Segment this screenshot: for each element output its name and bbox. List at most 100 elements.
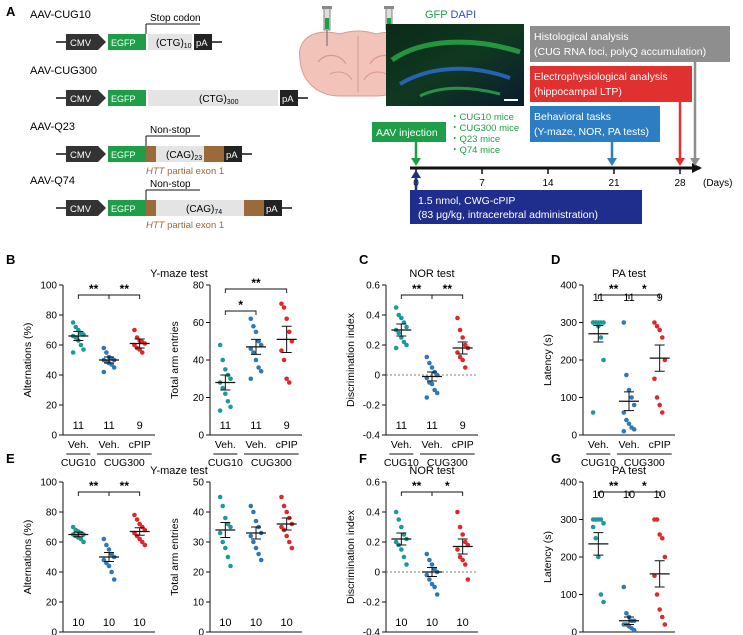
y-tick-label: 40 xyxy=(46,568,58,579)
data-point xyxy=(286,380,292,385)
htt-block xyxy=(244,200,264,216)
timeline-tick-label: 21 xyxy=(608,178,620,189)
htt-exon-label: HTT partial exon 1 xyxy=(146,220,224,231)
x-tick-label: Veh. xyxy=(588,439,609,451)
significance-bracket xyxy=(108,491,141,496)
histological-line2: (CUG RNA foci, polyQ accumulation) xyxy=(534,46,706,58)
y-tick-label: 10 xyxy=(193,598,205,609)
y-axis-label: Total arm entries xyxy=(169,321,181,399)
data-point xyxy=(659,335,665,340)
group-q74: ・Q74 mice xyxy=(450,145,500,156)
panel-letter-f: F xyxy=(359,451,367,466)
data-point xyxy=(626,387,632,393)
y-tick-label: 40 xyxy=(193,508,205,519)
data-point xyxy=(457,524,463,530)
chart-title: PA test xyxy=(612,268,646,280)
y-tick-label: 0.2 xyxy=(366,341,380,352)
data-point xyxy=(248,376,254,382)
n-label: 9 xyxy=(137,420,143,432)
data-point xyxy=(223,391,228,397)
panel-letter-g: G xyxy=(551,451,561,466)
data-point xyxy=(217,530,223,536)
y-axis-label: Alternations (%) xyxy=(22,323,34,398)
repeat-block xyxy=(148,34,192,50)
significance-marker: ** xyxy=(609,479,619,493)
egfp-block xyxy=(108,90,146,106)
significance-bracket xyxy=(224,288,288,293)
significance-marker: ** xyxy=(443,282,453,296)
data-point xyxy=(223,545,228,551)
data-point xyxy=(253,518,259,524)
behavioral-line1: Behavioral tasks xyxy=(534,111,611,123)
data-point xyxy=(139,539,145,545)
data-point xyxy=(659,614,665,620)
y-tick-label: 0 xyxy=(571,628,577,635)
data-point xyxy=(132,327,137,333)
n-label: 10 xyxy=(281,617,293,629)
data-point xyxy=(652,376,657,382)
data-point xyxy=(457,327,463,333)
x-tick-label: Veh. xyxy=(98,439,119,451)
y-tick-label: 400 xyxy=(560,478,577,489)
data-point xyxy=(258,342,264,348)
data-point xyxy=(248,503,254,509)
data-point xyxy=(657,532,662,537)
data-point xyxy=(652,320,657,325)
significance-bracket xyxy=(108,294,141,299)
x-tick-label: cPIP xyxy=(452,439,474,451)
syringe-icon xyxy=(322,6,332,46)
data-point xyxy=(465,577,471,582)
data-point xyxy=(621,428,627,434)
gfp-label: GFP xyxy=(425,9,447,21)
cmv-promoter xyxy=(66,90,106,106)
data-point xyxy=(460,532,465,537)
data-point xyxy=(279,494,284,500)
y-tick-label: 60 xyxy=(46,538,58,549)
data-point xyxy=(225,554,231,560)
behavioral-box xyxy=(530,106,660,142)
htt-exon-label: HTT partial exon 1 xyxy=(146,166,224,177)
data-point xyxy=(106,563,112,569)
data-point xyxy=(631,402,637,408)
panel-letter-e: E xyxy=(6,451,15,466)
data-point xyxy=(396,517,402,522)
data-point xyxy=(134,517,140,522)
data-point xyxy=(393,305,399,310)
cmv-label: CMV xyxy=(70,94,92,105)
data-point xyxy=(251,509,256,515)
y-tick-label: -0.2 xyxy=(363,401,381,412)
data-point xyxy=(106,547,112,552)
data-point xyxy=(432,387,437,393)
data-point xyxy=(429,581,435,587)
data-point xyxy=(455,547,460,552)
data-point xyxy=(590,410,596,415)
data-point xyxy=(601,520,606,526)
repeat-block xyxy=(156,146,204,162)
data-point xyxy=(662,554,668,560)
y-axis-label: Total arm entries xyxy=(169,518,181,596)
significance-marker: ** xyxy=(120,282,130,296)
data-point xyxy=(654,323,660,329)
construct-name: AAV-Q23 xyxy=(30,121,75,133)
data-point xyxy=(137,521,142,527)
egfp-block xyxy=(108,146,146,162)
data-point xyxy=(593,535,599,541)
egfp-label: EGFP xyxy=(111,204,136,214)
n-label: 11 xyxy=(396,420,407,432)
data-point xyxy=(455,315,460,321)
y-tick-label: 20 xyxy=(193,568,205,579)
n-label: 11 xyxy=(426,420,437,432)
y-tick-label: 20 xyxy=(46,598,58,609)
data-point xyxy=(78,342,84,348)
chart-c: NOR test-0.4-0.200.20.40.6Discrimination… xyxy=(345,268,478,469)
n-label: 11 xyxy=(73,420,84,432)
data-point xyxy=(399,524,404,530)
data-point xyxy=(393,509,399,515)
pa-label: pA xyxy=(226,150,238,161)
pa-label: pA xyxy=(282,94,294,105)
timeline-tick-label: 14 xyxy=(542,178,554,189)
